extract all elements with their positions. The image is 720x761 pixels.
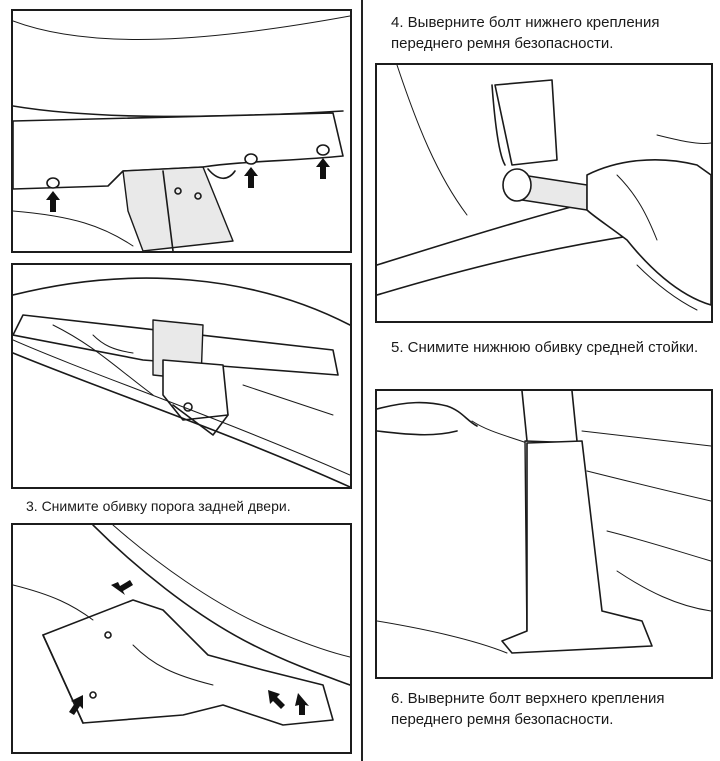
figure-sill-clips xyxy=(13,15,350,251)
figure-b-pillar-trim xyxy=(377,391,711,654)
figure-panel-1 xyxy=(11,9,352,253)
figure-panel-5 xyxy=(375,389,713,679)
figure-lower-belt-bolt xyxy=(377,65,711,311)
figure-panel-3 xyxy=(11,523,352,754)
column-divider xyxy=(361,0,363,761)
step3-caption: 3. Снимите обивку порога задней двери. xyxy=(26,498,291,514)
figure-panel-4 xyxy=(375,63,713,323)
figure-sill-trim-removal xyxy=(13,277,350,487)
step5-caption: 5. Снимите нижнюю обивку средней стойки. xyxy=(391,339,699,356)
figure-sill-trim-clips xyxy=(13,525,350,726)
step4-caption: 4. Выверните болт нижнего крепления пере… xyxy=(391,14,660,52)
step6-caption: 6. Выверните болт верхнего крепления пер… xyxy=(391,690,665,728)
figure-panel-2 xyxy=(11,263,352,489)
